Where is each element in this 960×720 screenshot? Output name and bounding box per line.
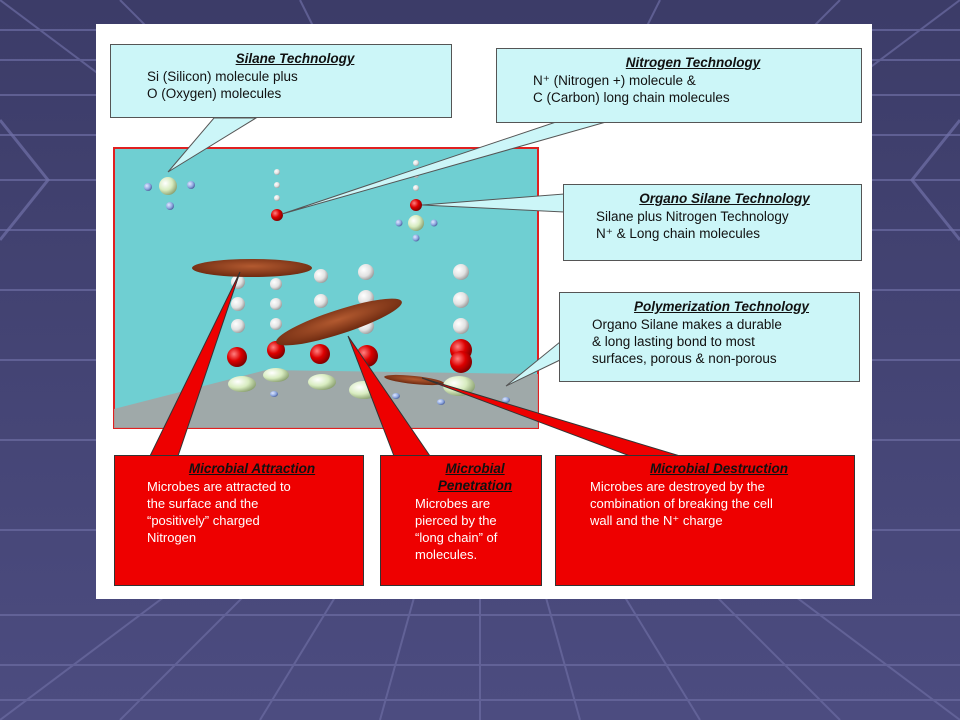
microbial-attraction-title: Microbial Attraction [188,461,316,476]
microbial-penetration-title: Microbial Penetration [437,461,513,493]
microbial-penetration-callout: Microbial Penetration Microbes are pierc… [380,455,542,586]
microbial-penetration-text: Microbes are pierced by the “long chain”… [415,496,498,562]
microbial-destruction-text: Microbes are destroyed by the combinatio… [590,479,773,528]
microbe-disc [192,259,312,277]
polymerization-text: Organo Silane makes a durable & long las… [592,317,782,366]
bonded-molecule-chain [227,275,256,392]
slide-panel: Silane Technology Si (Silicon) molecule … [96,24,872,599]
microbial-attraction-callout: Microbial Attraction Microbes are attrac… [114,455,364,586]
microbial-destruction-title: Microbial Destruction [649,461,789,476]
silane-text: Si (Silicon) molecule plus O (Oxygen) mo… [147,69,298,101]
nitrogen-callout: Nitrogen Technology N⁺ (Nitrogen +) mole… [496,48,862,123]
organo-silane-text: Silane plus Nitrogen Technology N⁺ & Lon… [596,209,789,241]
polymerization-title: Polymerization Technology [633,299,810,314]
bonded-molecule-chain [308,269,336,390]
nitrogen-molecule [271,169,283,221]
silane-callout-pointer [167,117,258,173]
silane-title: Silane Technology [235,51,355,66]
microbial-attraction-text: Microbes are attracted to the surface an… [147,479,291,545]
silane-molecule [144,177,195,210]
nitrogen-title: Nitrogen Technology [625,55,761,70]
antimicrobial-diagram [113,117,681,457]
organo-silane-molecule [395,160,438,242]
silane-callout: Silane Technology Si (Silicon) molecule … [110,44,452,118]
nitrogen-text: N⁺ (Nitrogen +) molecule & C (Carbon) lo… [533,73,730,105]
microbe-disc [384,374,444,386]
bonded-molecule-chain [443,264,475,396]
microbe-disc [276,298,402,346]
organo-silane-title: Organo Silane Technology [639,191,810,206]
microbial-destruction-callout: Microbial Destruction Microbes are destr… [555,455,855,586]
polymerization-callout: Polymerization Technology Organo Silane … [559,292,860,382]
bonded-molecule-chain [263,278,289,382]
organo-silane-callout: Organo Silane Technology Silane plus Nit… [563,184,862,261]
